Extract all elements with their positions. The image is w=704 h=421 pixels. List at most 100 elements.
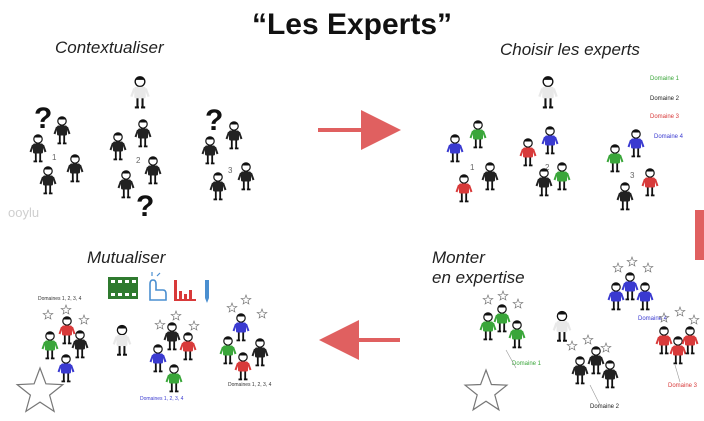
star-icon <box>612 261 624 273</box>
person-icon <box>601 360 619 389</box>
person-icon <box>655 326 673 355</box>
star-icon <box>582 333 594 345</box>
star-icon <box>566 339 578 351</box>
person-icon <box>621 272 639 301</box>
star-icon <box>42 308 54 320</box>
person-icon <box>538 76 558 109</box>
person-icon <box>149 344 167 373</box>
label-contextualiser: Contextualiser <box>55 38 164 57</box>
person-icon <box>71 330 89 359</box>
question-mark-icon: ? <box>136 190 154 223</box>
person-icon <box>66 154 84 183</box>
person-icon <box>130 76 150 109</box>
person-icon <box>455 174 473 203</box>
person-icon <box>163 322 181 351</box>
group-number: 1 <box>52 153 57 162</box>
person-icon <box>606 144 624 173</box>
person-icon <box>669 336 687 365</box>
person-icon <box>109 132 127 161</box>
person-icon <box>641 168 659 197</box>
legend-domaine-1: Domaine 1 <box>650 76 680 82</box>
person-icon <box>57 354 75 383</box>
caption-domaines-all: Domaines 1, 2, 3, 4 <box>140 396 184 402</box>
person-icon <box>232 313 250 342</box>
star-icon <box>463 368 509 412</box>
page-title: “Les Experts” <box>251 8 453 41</box>
person-icon <box>165 364 183 393</box>
guide-line <box>589 384 601 406</box>
person-icon <box>469 120 487 149</box>
person-icon <box>493 304 511 333</box>
star-icon <box>658 311 670 323</box>
star-icon <box>60 303 72 315</box>
person-icon <box>179 332 197 361</box>
group-number: 1 <box>470 163 475 172</box>
star-icon <box>15 366 65 413</box>
group-number: 2 <box>136 156 141 165</box>
person-icon <box>552 310 572 342</box>
person-icon <box>681 326 699 355</box>
person-icon <box>209 172 227 201</box>
guide-line <box>505 349 517 369</box>
person-icon <box>234 352 252 381</box>
legend-domaine-2: Domaine 2 <box>650 96 680 102</box>
question-mark-icon: ? <box>205 104 223 137</box>
film-icon <box>108 277 138 299</box>
caption-domaine-2: Domaine 2 <box>590 404 620 410</box>
group-number: 3 <box>228 166 233 175</box>
person-icon <box>636 282 654 311</box>
label-en-expertise: en expertise <box>432 268 525 287</box>
bar-chart-icon <box>174 280 196 301</box>
person-icon <box>201 136 219 165</box>
star-icon <box>188 319 200 331</box>
caption-domaine-4: Domaine 4 <box>638 316 668 322</box>
star-icon <box>642 261 654 273</box>
person-icon <box>117 170 135 199</box>
person-icon <box>134 119 152 148</box>
hand-pointer-icon <box>149 272 167 301</box>
person-icon <box>541 126 559 155</box>
person-icon <box>53 116 71 145</box>
person-icon <box>627 129 645 158</box>
arrow-down-partial-icon <box>695 210 704 260</box>
person-icon <box>112 324 132 356</box>
label-monter: Monter <box>432 248 485 267</box>
person-icon <box>508 320 526 349</box>
pen-icon <box>205 280 209 303</box>
person-icon <box>616 182 634 211</box>
person-icon <box>144 156 162 185</box>
group-number: 3 <box>630 171 635 180</box>
star-icon <box>240 293 252 305</box>
caption-domaine-3: Domaine 3 <box>668 383 698 389</box>
caption-domaine-1: Domaine 1 <box>512 361 542 367</box>
person-icon <box>446 134 464 163</box>
legend-domaine-3: Domaine 3 <box>650 114 680 120</box>
star-icon <box>78 313 90 325</box>
star-icon <box>256 307 268 319</box>
person-icon <box>481 162 499 191</box>
person-icon <box>251 338 269 367</box>
star-icon <box>512 297 524 309</box>
person-icon <box>29 134 47 163</box>
person-icon <box>41 331 59 360</box>
person-icon <box>535 168 553 197</box>
group-number: 2 <box>545 163 550 172</box>
person-icon <box>519 138 537 167</box>
person-icon <box>587 346 605 375</box>
star-icon <box>674 305 686 317</box>
person-icon <box>219 336 237 365</box>
person-icon <box>237 162 255 191</box>
watermark-text: ooylu <box>8 205 40 220</box>
star-icon <box>154 318 166 330</box>
star-icon <box>600 341 612 353</box>
legend-domaine-4: Domaine 4 <box>654 134 684 140</box>
label-choisir-experts: Choisir les experts <box>500 40 640 59</box>
guide-line <box>674 364 681 383</box>
caption-domaines-all: Domaines 1, 2, 3, 4 <box>38 296 82 302</box>
question-mark-icon: ? <box>34 102 52 135</box>
person-icon <box>225 121 243 150</box>
person-icon <box>39 166 57 195</box>
star-icon <box>482 293 494 305</box>
